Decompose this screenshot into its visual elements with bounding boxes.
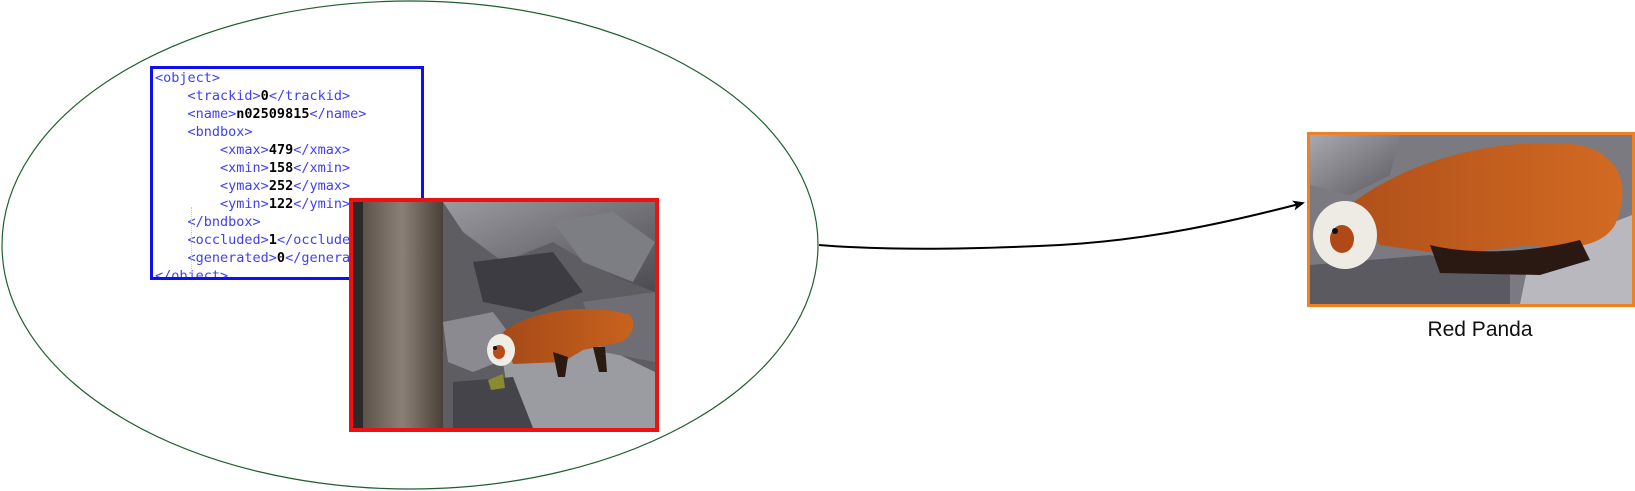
red-panda-photo-icon — [353, 202, 655, 428]
xml-value: 122 — [268, 196, 294, 212]
xml-open-tag: <trackid> — [187, 88, 261, 104]
xml-close-tag: </xmax> — [293, 142, 351, 158]
xml-open-tag: <xmin> — [220, 160, 269, 176]
xml-open-tag: <generated> — [187, 250, 277, 266]
xml-close-tag: </ymax> — [293, 178, 351, 194]
xml-value: 479 — [268, 142, 294, 158]
xml-value: 0 — [260, 88, 269, 104]
xml-open-tag: <ymax> — [220, 178, 269, 194]
context-ellipse — [1, 0, 819, 490]
xml-open-tag: <ymin> — [220, 196, 269, 212]
xml-close-tag: </occluded> — [276, 232, 367, 248]
xml-close-tag: </xmin> — [293, 160, 351, 176]
xml-line: <ymin>122</ymin> — [155, 195, 421, 213]
crop-caption: Red Panda — [1427, 318, 1533, 341]
xml-line: <ymax>252</ymax> — [155, 177, 421, 195]
xml-open-tag: <bndbox> — [187, 124, 253, 140]
frame-photo — [349, 198, 659, 432]
xml-line: <object> — [155, 69, 421, 87]
xml-open-tag: </bndbox> — [187, 214, 261, 230]
xml-value: n02509815 — [236, 106, 310, 122]
xml-open-tag: <xmax> — [220, 142, 269, 158]
cropped-object — [1307, 132, 1635, 307]
xml-value: 0 — [276, 250, 286, 266]
xml-close-tag: </trackid> — [268, 88, 351, 104]
xml-open-tag: <occluded> — [187, 232, 269, 248]
xml-lines: <object> <trackid>0</trackid> <name>n025… — [155, 69, 421, 277]
xml-close-tag: </name> — [309, 106, 367, 122]
xml-open-tag: <object> — [155, 70, 221, 86]
xml-open-tag: <name> — [187, 106, 237, 122]
xml-line: </bndbox> — [155, 213, 421, 231]
xml-value: 1 — [268, 232, 277, 248]
xml-line: <name>n02509815</name> — [155, 105, 421, 123]
red-panda-crop-icon — [1310, 135, 1632, 304]
xml-line: <xmax>479</xmax> — [155, 141, 421, 159]
xml-line: <xmin>158</xmin> — [155, 159, 421, 177]
xml-value: 252 — [268, 178, 294, 194]
indent-guide — [191, 207, 192, 277]
xml-value: 158 — [268, 160, 294, 176]
xml-line: <bndbox> — [155, 123, 421, 141]
xml-line: <trackid>0</trackid> — [155, 87, 421, 105]
xml-close-tag: </ymin> — [293, 196, 351, 212]
xml-line: <occluded>1</occluded> — [155, 231, 421, 249]
crop-arrow — [818, 200, 1305, 250]
